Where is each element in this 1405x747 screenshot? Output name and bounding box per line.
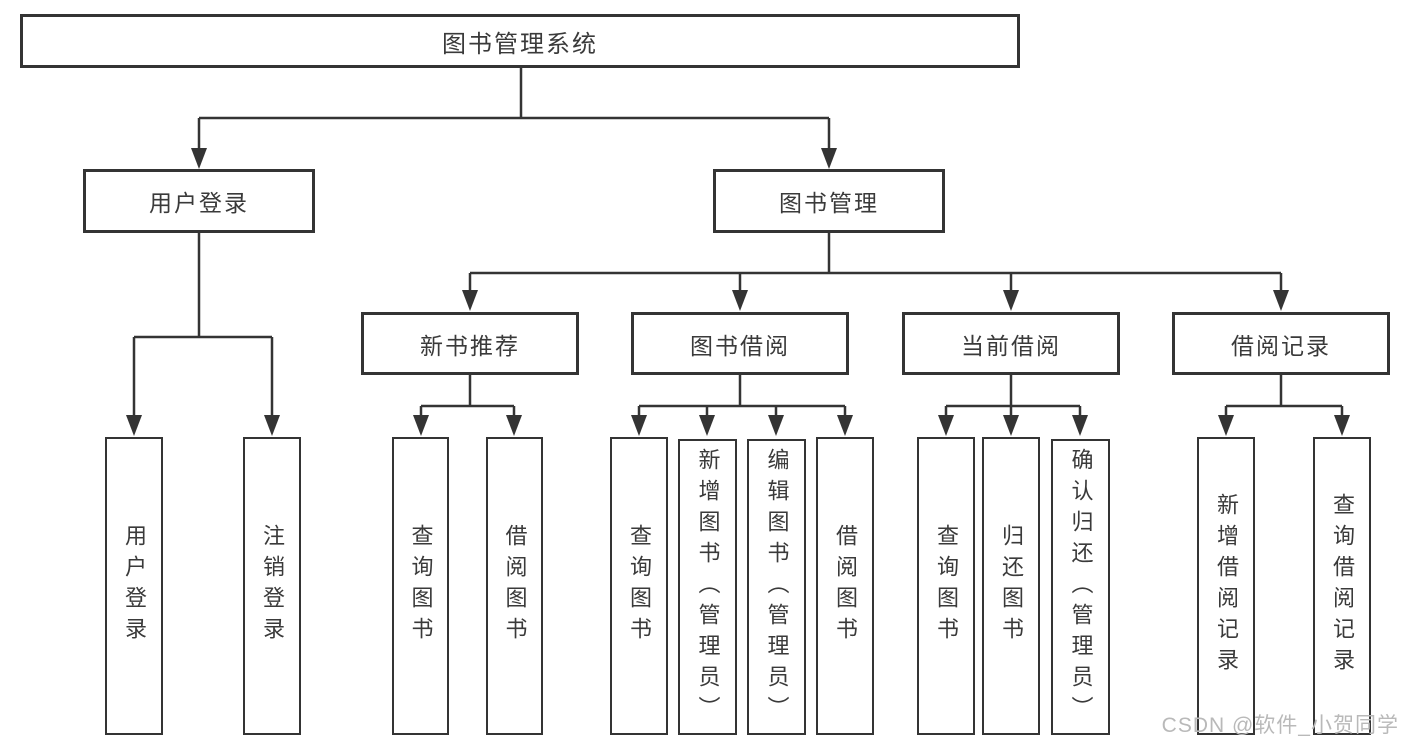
leaf-edit-book-admin: 编辑图书（管理员） [747, 439, 806, 735]
node-current-borrow: 当前借阅 [902, 312, 1120, 375]
node-borrow-records: 借阅记录 [1172, 312, 1390, 375]
arrowhead-icons [126, 148, 1350, 436]
leaf-query-books-2: 查询图书 [610, 437, 668, 735]
leaf-query-books-1: 查询图书 [392, 437, 449, 735]
node-book-borrow: 图书借阅 [631, 312, 849, 375]
node-user-login: 用户登录 [83, 169, 315, 233]
leaf-add-book-admin: 新增图书（管理员） [678, 439, 737, 735]
leaf-query-borrow-record: 查询借阅记录 [1313, 437, 1371, 735]
leaf-borrow-books-1: 借阅图书 [486, 437, 543, 735]
leaf-return-book: 归还图书 [982, 437, 1040, 735]
csdn-watermark: CSDN @软件_小贺同学 [1161, 714, 1399, 737]
leaf-logout: 注销登录 [243, 437, 301, 735]
node-root-system: 图书管理系统 [20, 14, 1020, 68]
leaf-user-login: 用户登录 [105, 437, 163, 735]
node-new-book-recommend: 新书推荐 [361, 312, 579, 375]
leaf-borrow-books-2: 借阅图书 [816, 437, 874, 735]
leaf-confirm-return-admin: 确认归还（管理员） [1051, 439, 1110, 735]
leaf-add-borrow-record: 新增借阅记录 [1197, 437, 1255, 735]
leaf-query-books-3: 查询图书 [917, 437, 975, 735]
node-book-management: 图书管理 [713, 169, 945, 233]
